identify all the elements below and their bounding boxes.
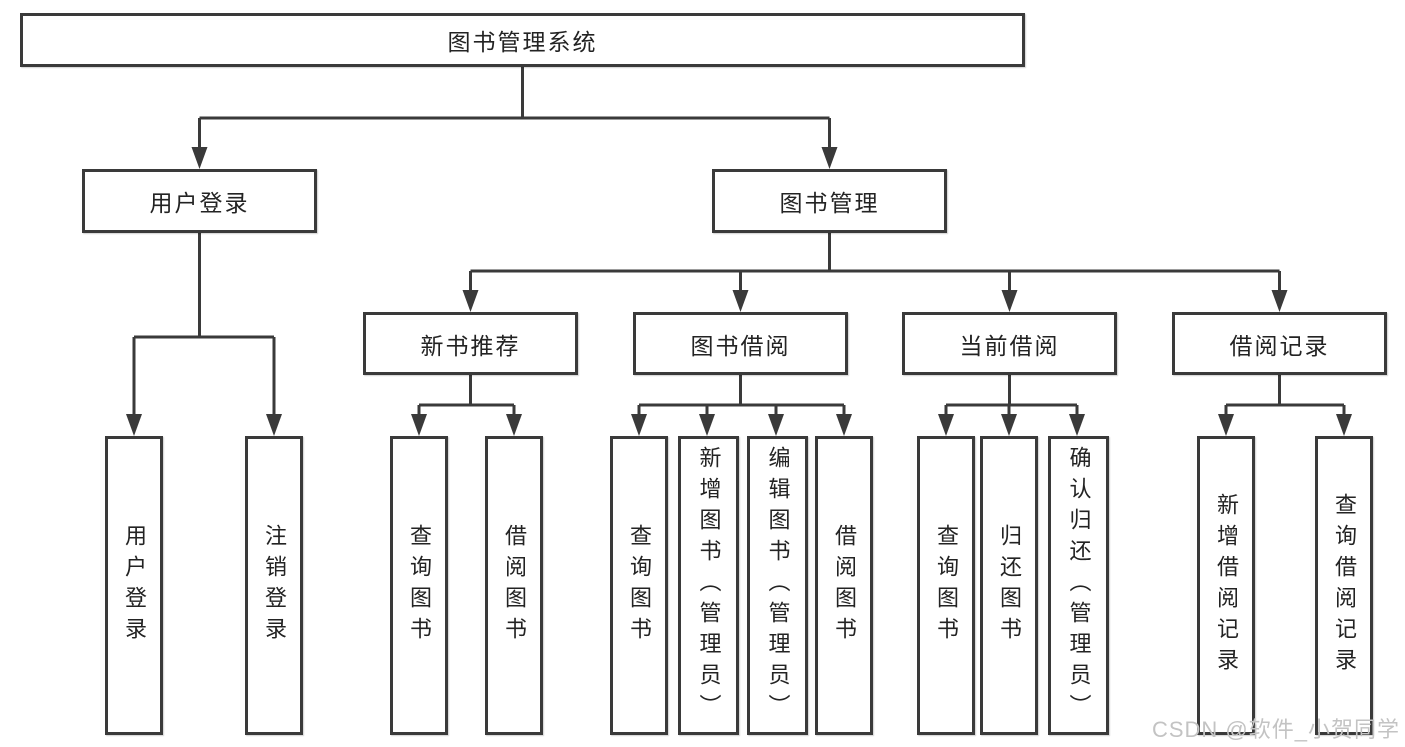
- leaf-edit-book-admin: 编辑图书（管理员）: [747, 436, 808, 735]
- leaf-add-book-admin-label: 新增图书（管理员）: [696, 446, 722, 725]
- leaf-query-books-recommend: 查询图书: [390, 436, 448, 735]
- leaf-borrow-books-recommend: 借阅图书: [485, 436, 543, 735]
- watermark: CSDN @软件_小贺同学: [1151, 717, 1400, 742]
- leaf-return-book-label: 归还图书: [997, 523, 1022, 648]
- node-root: 图书管理系统: [20, 13, 1025, 67]
- leaf-borrow-books-recommend-label: 借阅图书: [502, 523, 527, 648]
- leaf-edit-book-admin-label: 编辑图书（管理员）: [765, 446, 791, 725]
- leaf-add-borrow-record: 新增借阅记录: [1197, 436, 1255, 735]
- leaf-user-login: 用户登录: [105, 436, 163, 735]
- leaf-borrow-books: 借阅图书: [815, 436, 873, 735]
- node-book-management: 图书管理: [712, 169, 947, 233]
- leaf-add-borrow-record-label: 新增借阅记录: [1214, 492, 1239, 679]
- leaf-user-login-label: 用户登录: [122, 523, 147, 648]
- node-new-book-recommend: 新书推荐: [363, 312, 578, 375]
- leaf-query-books-recommend-label: 查询图书: [407, 523, 432, 648]
- leaf-logout-label: 注销登录: [262, 523, 287, 648]
- leaf-query-books-current: 查询图书: [917, 436, 975, 735]
- leaf-add-book-admin: 新增图书（管理员）: [678, 436, 739, 735]
- leaf-return-book: 归还图书: [980, 436, 1038, 735]
- arrowheads: [126, 147, 1352, 436]
- leaf-borrow-books-label: 借阅图书: [832, 523, 857, 648]
- leaf-query-books-borrow: 查询图书: [610, 436, 668, 735]
- leaf-query-books-borrow-label: 查询图书: [627, 523, 652, 648]
- node-current-borrow: 当前借阅: [902, 312, 1117, 375]
- leaf-query-books-current-label: 查询图书: [934, 523, 959, 648]
- node-user-login: 用户登录: [82, 169, 317, 233]
- leaf-query-borrow-record-label: 查询借阅记录: [1332, 492, 1357, 679]
- node-book-borrow: 图书借阅: [633, 312, 848, 375]
- leaf-confirm-return-admin-label: 确认归还（管理员）: [1066, 446, 1092, 725]
- node-borrow-records: 借阅记录: [1172, 312, 1387, 375]
- leaf-logout: 注销登录: [245, 436, 303, 735]
- leaf-query-borrow-record: 查询借阅记录: [1315, 436, 1373, 735]
- leaf-confirm-return-admin: 确认归还（管理员）: [1048, 436, 1109, 735]
